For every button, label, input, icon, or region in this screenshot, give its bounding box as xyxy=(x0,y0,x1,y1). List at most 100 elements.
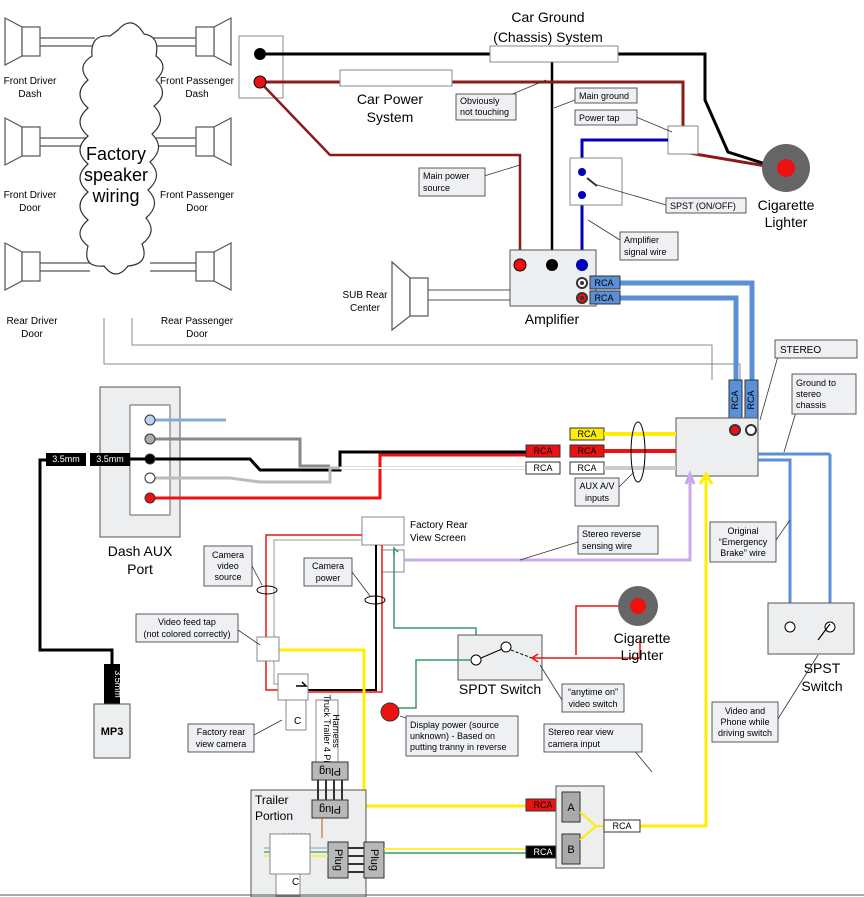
label-rear-driver-1: Rear Driver xyxy=(6,316,58,327)
sub-speaker-body xyxy=(409,277,429,317)
label-front-driver-dash-2: Dash xyxy=(18,89,41,100)
rca-b-plug-label: RCA xyxy=(533,847,552,857)
rca-a-plug-label: RCA xyxy=(533,800,552,810)
plug-left xyxy=(327,841,349,879)
label-front-driver-door-1: Front Driver xyxy=(4,190,57,201)
callout-video-phone-leader xyxy=(775,654,819,723)
callout-stereo-rear-cam xyxy=(543,723,643,753)
callout-emergency-1: Original xyxy=(727,526,758,536)
plug-left-label: Plug xyxy=(332,849,344,871)
screen-input-box xyxy=(381,549,405,573)
callout-stereo-text: STEREO xyxy=(780,345,821,356)
amp-signal-wire xyxy=(580,138,668,264)
callout-video-tap xyxy=(135,613,239,643)
callout-aux-av-leader xyxy=(617,471,635,489)
spdt-dash xyxy=(510,649,533,659)
stereo-emergency-wire xyxy=(758,458,792,622)
rca-plug-amp-1-label: RCA xyxy=(594,278,613,288)
amp-power-terminal xyxy=(513,258,527,272)
car-ground-title-1: Car Ground xyxy=(511,9,584,25)
callout-factory-rear-cam-1: Factory rear xyxy=(197,727,246,737)
label-front-passenger-dash-2: Dash xyxy=(185,89,208,100)
label-front-driver-door-2: Door xyxy=(19,203,41,214)
callout-anytime-on xyxy=(561,683,625,713)
callout-aux-av xyxy=(574,477,620,507)
display-power-source xyxy=(380,702,400,722)
jack-1 xyxy=(46,453,86,466)
rca-yellow-out-label: RCA xyxy=(577,429,596,439)
power-terminal xyxy=(253,75,267,89)
trailer-plugs: Plug Plug Plug Plug xyxy=(311,761,385,879)
spst-onoff-contact-2 xyxy=(578,191,586,199)
green-arrow xyxy=(393,546,399,555)
callout-display-power xyxy=(405,715,519,757)
spdt-contact-2 xyxy=(500,641,512,653)
aux-av-bundle-ring xyxy=(630,421,646,483)
speaker-labels: Front Driver Dash Front Passenger Dash F… xyxy=(4,76,235,340)
callout-video-phone-2: Phone while xyxy=(720,717,769,727)
trailer-harness-2: Harness xyxy=(331,714,341,748)
plug-right-label: Plug xyxy=(368,849,380,871)
callout-emergency-3: Brake” wire xyxy=(720,548,766,558)
callout-main-power xyxy=(418,167,486,197)
top-callouts: Obviously not touching Main ground Power… xyxy=(418,79,747,261)
amplifier-label: Amplifier xyxy=(525,311,580,327)
trailer-camera-mount xyxy=(275,873,301,897)
plug-top xyxy=(311,761,349,781)
amp-rca-plugs: RCA RCA RCA RCA xyxy=(589,275,759,419)
car-system-block xyxy=(238,35,284,99)
main-power-wire xyxy=(259,81,522,264)
callout-factory-rear-cam xyxy=(187,723,255,753)
callout-main-power-2: source xyxy=(423,183,450,193)
cloud-text-2: speaker xyxy=(84,165,148,185)
plug-top-label: Plug xyxy=(319,765,341,777)
spdt-lever xyxy=(480,648,503,659)
spst-onoff-block xyxy=(569,157,623,206)
mp3-cable xyxy=(38,458,114,668)
rca-plug-stereo-2-label: RCA xyxy=(746,390,756,409)
callout-main-power-1: Main power xyxy=(423,171,470,181)
speaker-front-driver-door xyxy=(4,117,90,166)
callout-video-tap-2: (not colored correctly) xyxy=(143,629,230,639)
speaker-front-passenger-door xyxy=(150,117,232,166)
callout-ground-stereo xyxy=(791,373,857,415)
camera-power-ring xyxy=(364,595,386,605)
car-power-title-1: Car Power xyxy=(357,91,423,107)
yellow-arrow xyxy=(698,471,714,485)
callout-amp-signal xyxy=(619,231,679,261)
callout-amp-signal-1: Amplifier xyxy=(624,235,659,245)
callout-ground-stereo-3: chassis xyxy=(796,400,827,410)
callout-spst-onoff xyxy=(665,197,747,214)
callout-stereo-reverse-2: sensing wire xyxy=(582,541,632,551)
callout-video-phone-3: driving switch xyxy=(718,728,772,738)
amp-ground-terminal xyxy=(546,259,558,271)
spst-label-1: SPST xyxy=(804,660,841,676)
callout-not-touching xyxy=(455,93,517,121)
rca-out-plug xyxy=(603,819,641,833)
aux-rca-set: RCA RCA RCA RCA RCA xyxy=(525,421,676,483)
stereo-box xyxy=(675,417,759,477)
amp-rca-cables xyxy=(620,280,755,382)
spst-switch-box xyxy=(767,602,855,655)
rca-red-in xyxy=(525,444,561,458)
dash-aux-label-1: Dash AUX xyxy=(108,543,173,559)
label-front-passenger-door-1: Front Passenger xyxy=(160,190,235,201)
dash-aux-label-2: Port xyxy=(127,561,153,577)
rca-plug-amp-1 xyxy=(589,275,621,290)
car-ground-title-2: (Chassis) System xyxy=(493,29,603,45)
trailer-harness-1: Truck Trailer 4 Pin xyxy=(322,695,332,768)
spdt-green-wire xyxy=(396,659,471,709)
rca-plug-amp-2-label: RCA xyxy=(594,293,613,303)
ab-switch-b xyxy=(561,833,581,865)
plug-mid xyxy=(311,799,349,819)
jack-2 xyxy=(90,453,130,466)
cigarette-lighter-bottom-center xyxy=(630,598,646,614)
callout-not-touching-2: not touching xyxy=(460,107,509,117)
callout-video-tap-1: Video feed tap xyxy=(158,617,216,627)
ground-block xyxy=(489,45,619,63)
ground-wire xyxy=(260,52,779,170)
mp3-jack xyxy=(104,664,120,704)
video-tap-box xyxy=(256,636,280,662)
callout-aux-av-2: inputs xyxy=(585,493,610,503)
